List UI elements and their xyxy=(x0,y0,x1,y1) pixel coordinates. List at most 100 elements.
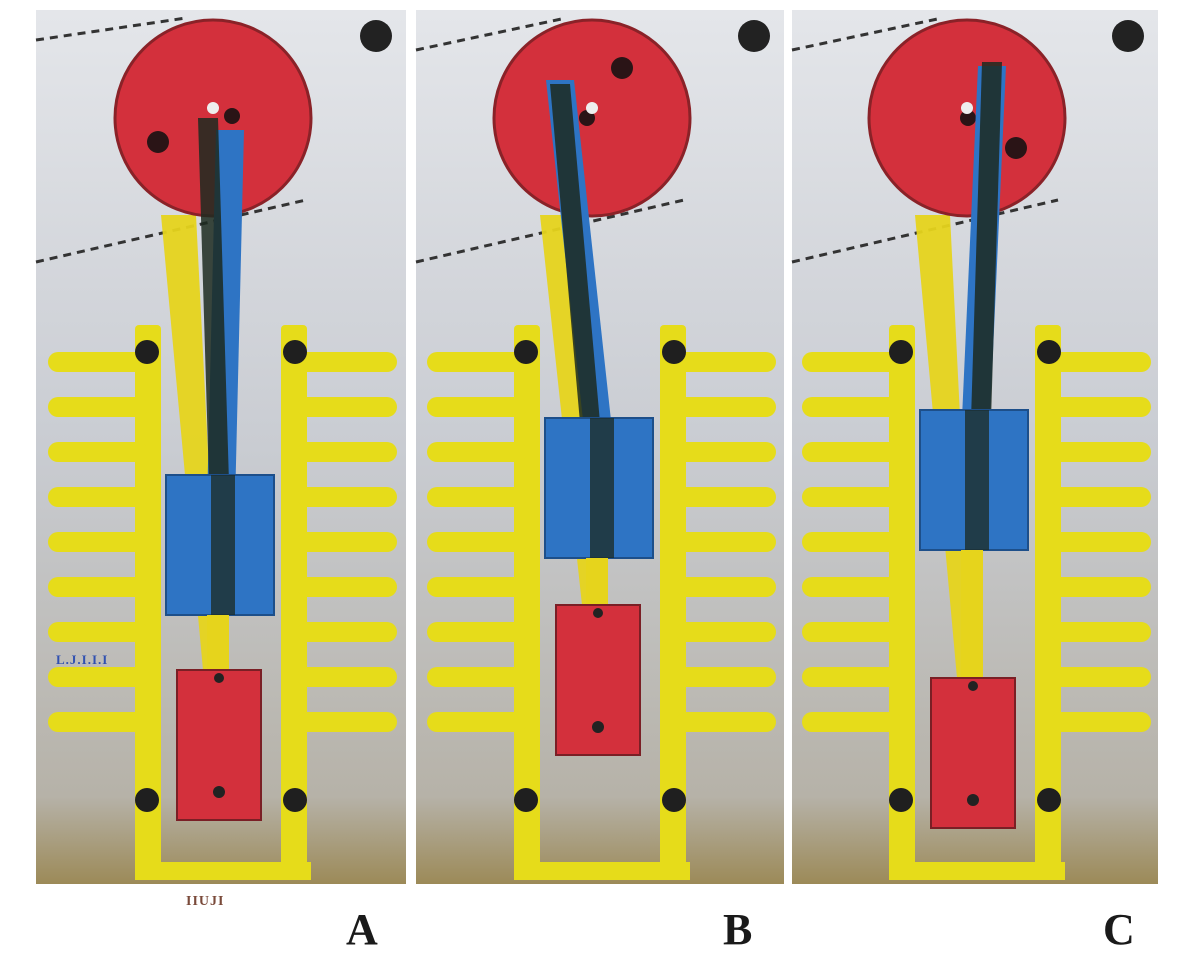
left-fin xyxy=(427,712,527,732)
right-fin xyxy=(297,712,397,732)
left-fin xyxy=(48,442,148,462)
wheel-hole xyxy=(147,131,169,153)
right-fin xyxy=(297,622,397,642)
left-fin xyxy=(427,487,527,507)
panel-b xyxy=(415,10,784,884)
left-fin xyxy=(802,487,902,507)
piston-pin xyxy=(967,794,979,806)
comb-bolt xyxy=(514,340,538,364)
right-spine xyxy=(281,325,307,875)
wire xyxy=(415,198,685,264)
wheel-hole xyxy=(224,108,240,124)
left-fin xyxy=(802,712,902,732)
left-fin xyxy=(427,442,527,462)
right-fin xyxy=(297,397,397,417)
right-spine xyxy=(660,325,686,875)
left-fin xyxy=(802,397,902,417)
guide-slot xyxy=(590,418,614,558)
left-fin xyxy=(48,532,148,552)
bolt xyxy=(1112,20,1144,52)
left-fin xyxy=(48,712,148,732)
right-fin xyxy=(676,442,776,462)
bolt xyxy=(738,20,770,52)
handwritten-mark-bottom: IIUJI xyxy=(186,894,225,909)
comb-bolt xyxy=(135,340,159,364)
comb-bolt xyxy=(889,788,913,812)
right-fin xyxy=(297,667,397,687)
wheel-hole xyxy=(579,110,595,126)
left-fin xyxy=(802,352,902,372)
piston-stem xyxy=(586,558,608,605)
left-fin xyxy=(427,352,527,372)
right-fin xyxy=(1051,397,1151,417)
red-piston xyxy=(555,604,641,756)
right-fin xyxy=(297,352,397,372)
piston-pin xyxy=(968,681,978,691)
right-fin xyxy=(676,532,776,552)
right-fin xyxy=(1051,487,1151,507)
wire xyxy=(791,198,1059,264)
comb-bolt xyxy=(889,340,913,364)
left-fin xyxy=(48,667,148,687)
right-fin xyxy=(1051,712,1151,732)
piston-stem xyxy=(961,550,983,678)
base xyxy=(135,862,311,880)
left-fin xyxy=(427,577,527,597)
right-fin xyxy=(1051,667,1151,687)
left-fin xyxy=(427,397,527,417)
right-fin xyxy=(297,577,397,597)
panel-label-c: C xyxy=(1103,905,1135,954)
piston-pin xyxy=(593,608,603,618)
comb-bolt xyxy=(1037,788,1061,812)
right-fin xyxy=(676,667,776,687)
left-fin xyxy=(48,397,148,417)
guide-slot xyxy=(965,410,989,550)
left-fin xyxy=(802,442,902,462)
panel-a xyxy=(35,10,406,884)
right-fin xyxy=(676,622,776,642)
right-fin xyxy=(676,712,776,732)
left-fin xyxy=(802,622,902,642)
piston-pin xyxy=(592,721,604,733)
wire xyxy=(415,16,567,52)
bolt xyxy=(360,20,392,52)
right-fin xyxy=(676,397,776,417)
wheel-axle xyxy=(207,102,219,114)
left-fin xyxy=(802,532,902,552)
left-fin xyxy=(802,667,902,687)
right-fin xyxy=(1051,577,1151,597)
left-fin xyxy=(48,622,148,642)
right-fin xyxy=(676,352,776,372)
wheel-axle xyxy=(586,102,598,114)
left-fin xyxy=(48,487,148,507)
right-fin xyxy=(297,532,397,552)
panel-c xyxy=(791,10,1158,884)
guide-slot xyxy=(211,475,235,615)
piston-pin xyxy=(213,786,225,798)
base xyxy=(889,862,1065,880)
right-fin xyxy=(676,577,776,597)
comb-bolt xyxy=(662,340,686,364)
right-fin xyxy=(676,487,776,507)
right-fin xyxy=(1051,352,1151,372)
comb-bolt xyxy=(514,788,538,812)
wire xyxy=(35,16,187,42)
left-fin xyxy=(802,577,902,597)
wheel-axle xyxy=(961,102,973,114)
right-fin xyxy=(1051,622,1151,642)
right-fin xyxy=(297,487,397,507)
right-fin xyxy=(297,442,397,462)
wire xyxy=(791,16,943,52)
right-fin xyxy=(1051,532,1151,552)
piston-stem xyxy=(207,615,229,670)
base xyxy=(514,862,690,880)
comb-bolt xyxy=(1037,340,1061,364)
right-spine xyxy=(1035,325,1061,875)
left-spine xyxy=(135,325,161,875)
right-fin xyxy=(1051,442,1151,462)
comb-bolt xyxy=(283,788,307,812)
piston-pin xyxy=(214,673,224,683)
left-spine xyxy=(514,325,540,875)
left-fin xyxy=(427,532,527,552)
